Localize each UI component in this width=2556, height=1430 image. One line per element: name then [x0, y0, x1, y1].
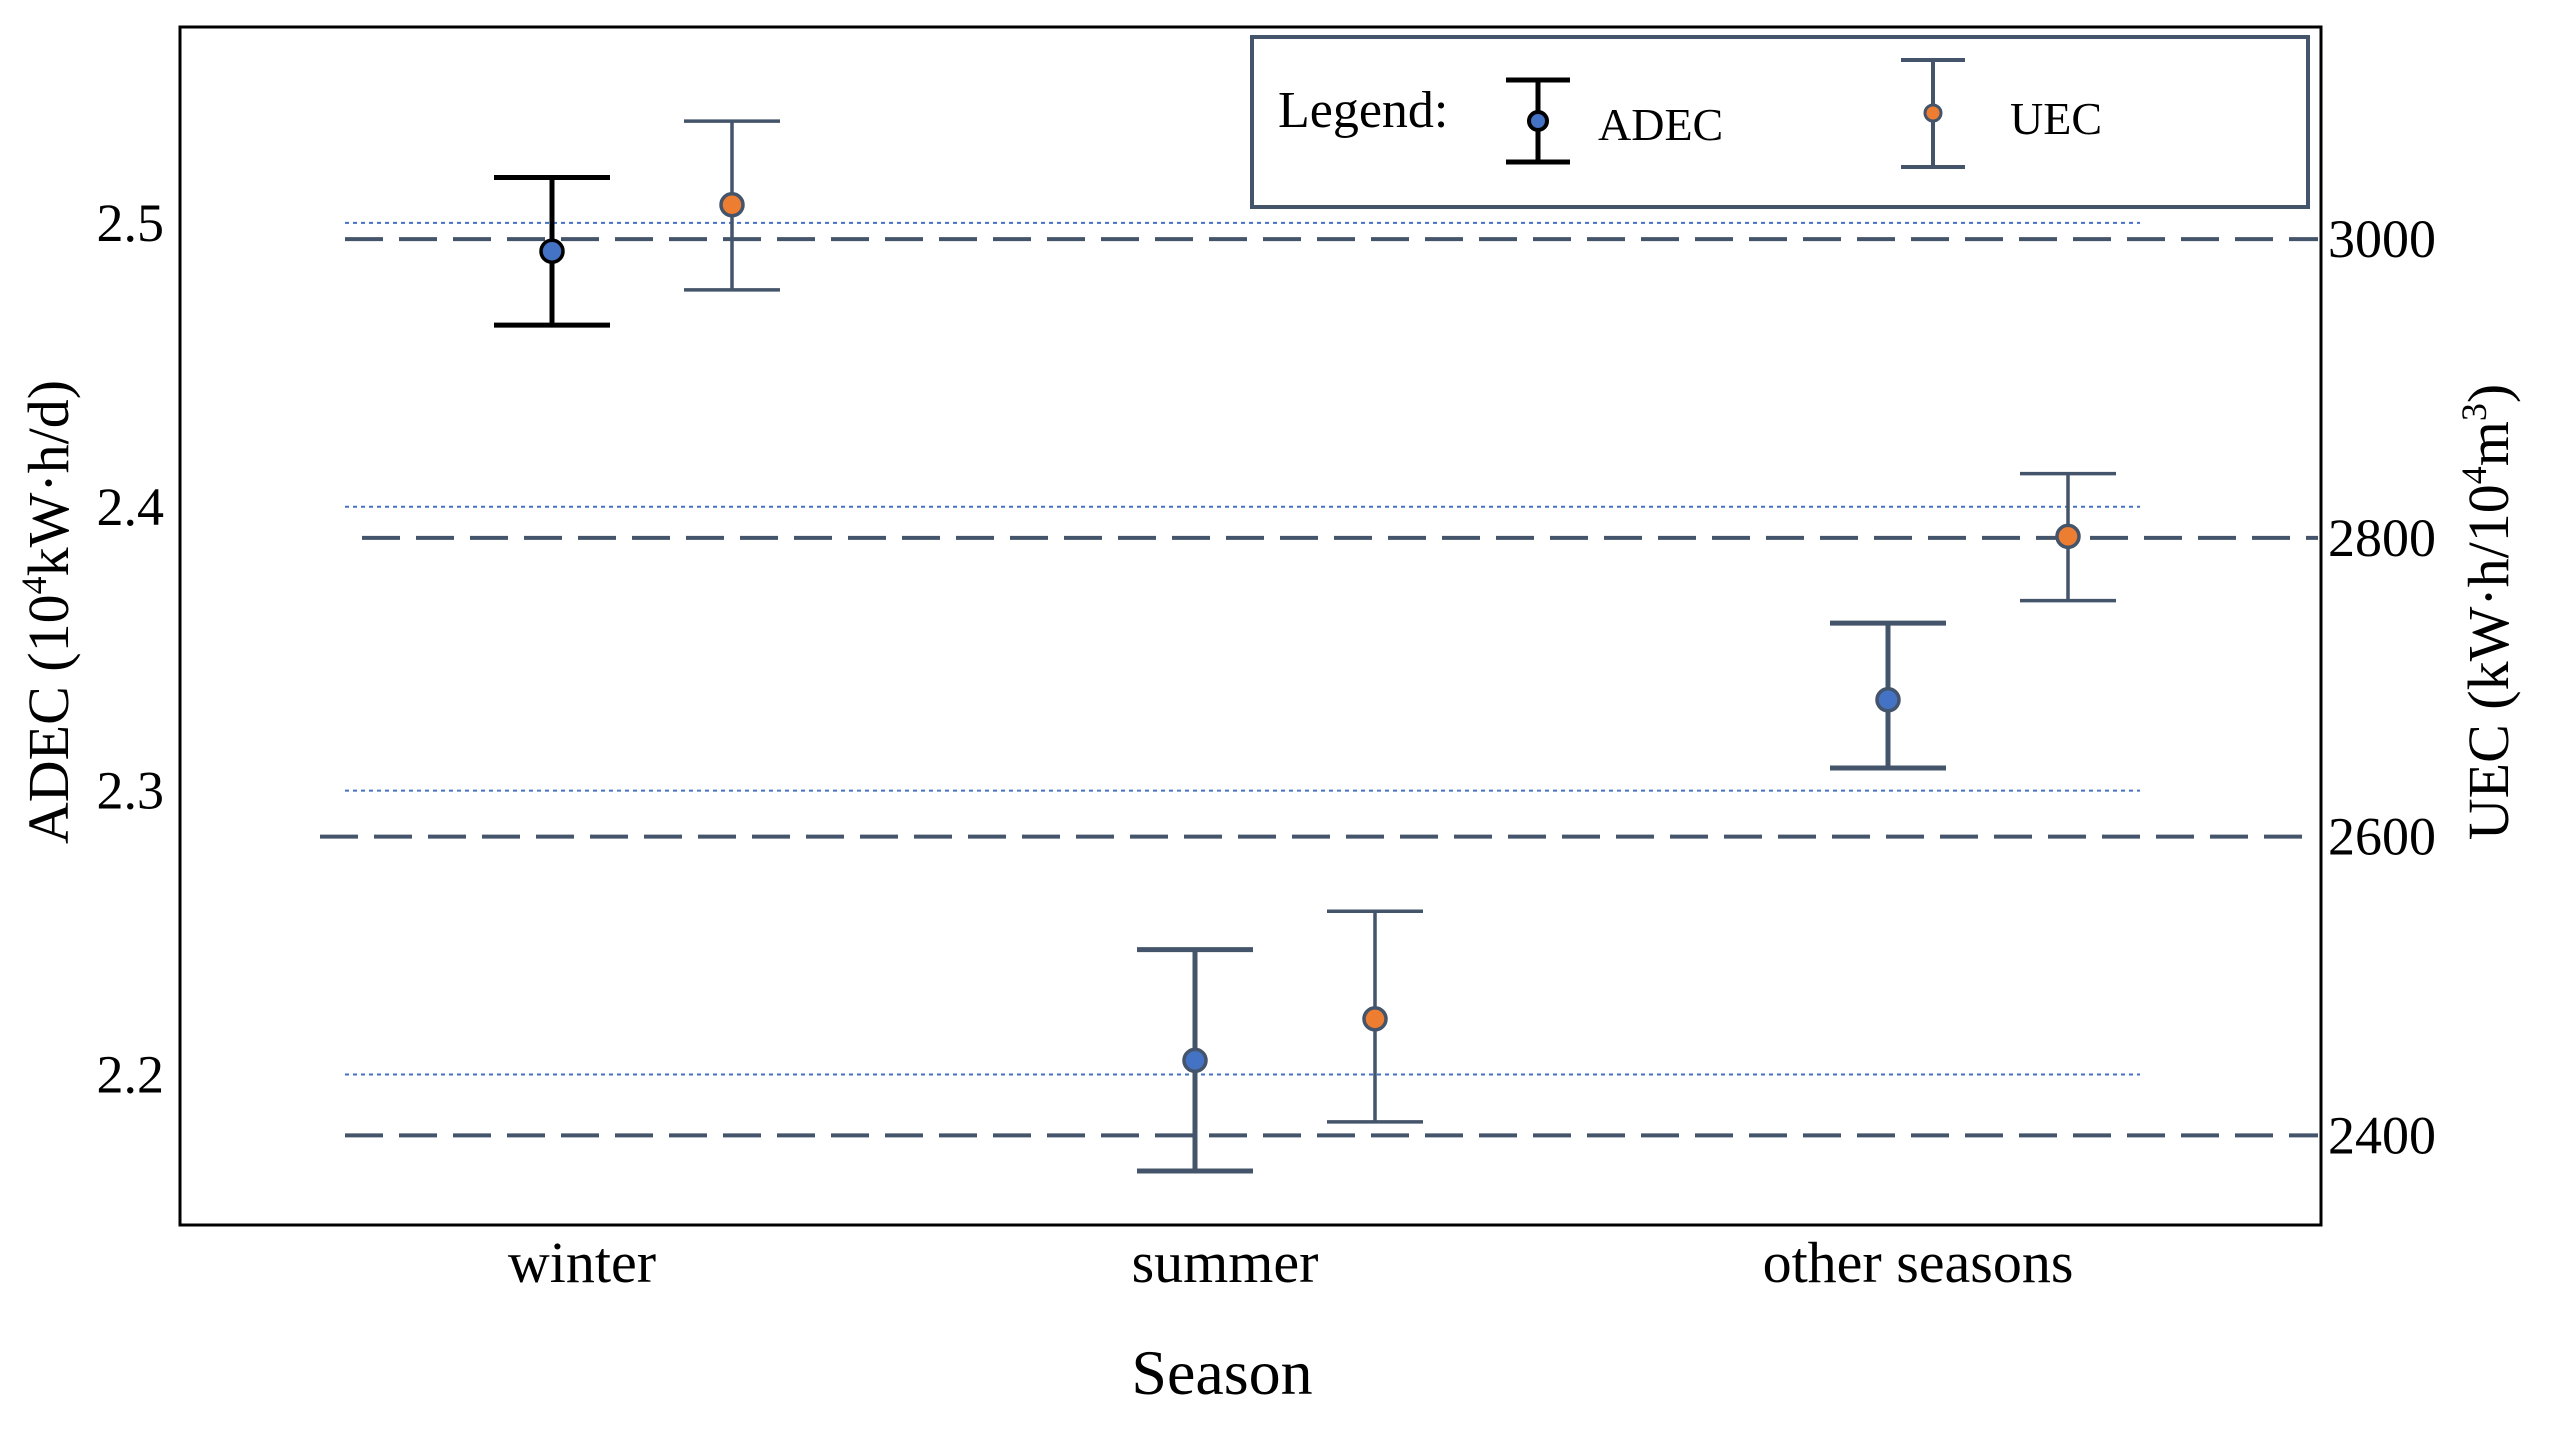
y-left-tick-label: 2.5 [97, 193, 165, 253]
y-right-tick-label: 2400 [2328, 1105, 2436, 1165]
y-left-title-sup: 4 [14, 576, 54, 594]
x-tick-label: other seasons [1763, 1230, 2074, 1295]
data-point-uec [1362, 1006, 1388, 1032]
x-tick-label: winter [508, 1230, 656, 1295]
y-right-title-sup1: 4 [2454, 466, 2494, 484]
y-right-tick-label: 2800 [2328, 508, 2436, 568]
y-left-title-unit: kW·h/d) [16, 380, 81, 577]
y-left-tick-label: 2.3 [97, 761, 165, 821]
plot-area: 2.2 2.3 2.4 2.5 2400 2600 2800 3000 winter summer… [97, 25, 2436, 1295]
legend-title: Legend: [1278, 82, 1448, 139]
y-right-title-suffix: ) [2456, 384, 2521, 403]
y-axis-left-title: ADEC (104kW·h/d) [14, 380, 81, 844]
data-point-adec [1875, 687, 1901, 713]
data-point-adec [1182, 1047, 1208, 1074]
y-left-tick-label: 2.2 [97, 1045, 165, 1105]
data-point-uec [2055, 523, 2081, 550]
legend: Legend: ADEC UEC [1250, 35, 2310, 209]
legend-box [1250, 35, 2310, 209]
y-left-title-prefix: ADEC (10 [16, 594, 81, 844]
x-tick-label: summer [1132, 1230, 1319, 1295]
y-right-title-unit: m [2456, 421, 2521, 466]
data-point-adec [539, 238, 565, 265]
plot-frame [178, 25, 2323, 1227]
legend-adec-marker [1506, 77, 1570, 165]
y-right-title-prefix: UEC (kW·h/10 [2456, 484, 2521, 840]
y-right-tick-label: 2600 [2328, 807, 2436, 867]
y-axis-right-title: UEC (kW·h/104m3) [2454, 384, 2521, 840]
series-uec [684, 119, 2116, 1124]
y-right-tick-label: 3000 [2328, 209, 2436, 269]
series-adec [494, 174, 1946, 1174]
data-point-uec [719, 192, 745, 218]
y-right-title-sup2: 3 [2454, 403, 2494, 421]
legend-entry-adec: ADEC [1598, 99, 1723, 150]
x-axis-title: Season [1131, 1337, 1312, 1408]
legend-uec-marker [1901, 58, 1965, 169]
legend-entry-uec: UEC [2010, 93, 2102, 144]
y-left-tick-label: 2.4 [97, 477, 165, 537]
